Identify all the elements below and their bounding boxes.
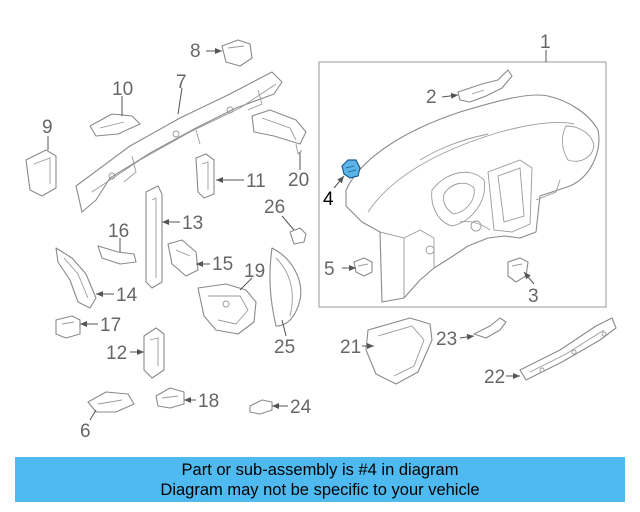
callout-1: 1: [540, 32, 551, 53]
callout-21: 21: [340, 337, 361, 358]
part-22-trim-rail: [519, 317, 617, 381]
leader-7: [177, 87, 183, 115]
part-18-clip: [155, 387, 185, 409]
callout-9: 9: [42, 117, 53, 138]
part-10-bracket: [89, 113, 141, 137]
callout-11: 11: [246, 171, 266, 192]
callout-7: 7: [176, 72, 187, 93]
callout-17: 17: [100, 315, 121, 336]
part-7-cross-beam: [75, 71, 283, 213]
callout-3: 3: [528, 286, 539, 307]
part-12-bracket: [143, 327, 165, 379]
part-21-glovebox: [365, 317, 433, 385]
part-3-clip: [507, 257, 529, 283]
part-16-trim: [97, 245, 137, 265]
leader-23: [459, 334, 475, 340]
callout-4: 4: [323, 189, 334, 210]
part-9-bracket: [25, 149, 57, 197]
banner-line-2: Diagram may not be specific to your vehi…: [160, 481, 480, 499]
callout-23: 23: [436, 329, 457, 350]
part-24-clip: [249, 399, 273, 415]
info-banner: Part or sub-assembly is #4 in diagram Di…: [15, 457, 625, 502]
part-11-bracket: [195, 153, 215, 199]
part-13-pillar: [145, 185, 163, 289]
leader-26: [281, 215, 295, 231]
callout-5: 5: [324, 259, 335, 280]
callout-6: 6: [80, 421, 91, 442]
part-5-clip: [353, 257, 373, 277]
part-26-clip: [289, 227, 307, 245]
callout-26: 26: [264, 197, 285, 218]
callout-22: 22: [484, 367, 505, 388]
part-25-side-cover: [269, 247, 302, 327]
leader-6: [89, 409, 97, 421]
part-15-bracket: [167, 239, 199, 277]
callout-15: 15: [212, 254, 233, 275]
part-20-bracket: [251, 109, 307, 155]
leader-2: [441, 92, 459, 99]
callout-12: 12: [106, 343, 127, 364]
part-6-bracket: [87, 391, 135, 413]
leader-4: [333, 175, 345, 189]
leader-25: [281, 319, 287, 337]
part-8-bracket: [221, 39, 253, 67]
callout-2: 2: [426, 87, 437, 108]
part-19-bracket: [197, 283, 257, 335]
part-4-shape: [341, 159, 361, 179]
callout-8: 8: [190, 41, 201, 62]
part-2-bracket: [457, 69, 513, 103]
callout-24: 24: [290, 397, 312, 418]
dashboard-panel: [345, 94, 600, 303]
callout-16: 16: [108, 221, 129, 242]
leader-19: [239, 277, 253, 291]
callout-13: 13: [182, 213, 203, 234]
callout-18: 18: [198, 391, 219, 412]
callout-19: 19: [244, 261, 265, 282]
part-4-highlighted: [341, 159, 361, 179]
callout-25: 25: [274, 337, 295, 358]
part-17-bracket: [55, 315, 81, 339]
part-23-bracket: [473, 317, 507, 339]
callout-14: 14: [116, 285, 138, 306]
callout-20: 20: [288, 170, 309, 191]
callout-10: 10: [112, 79, 133, 100]
banner-line-1: Part or sub-assembly is #4 in diagram: [181, 461, 459, 479]
part-14-bracket: [55, 247, 97, 309]
dashboard-assembly-frame: [318, 61, 607, 308]
leader-3: [523, 271, 535, 285]
